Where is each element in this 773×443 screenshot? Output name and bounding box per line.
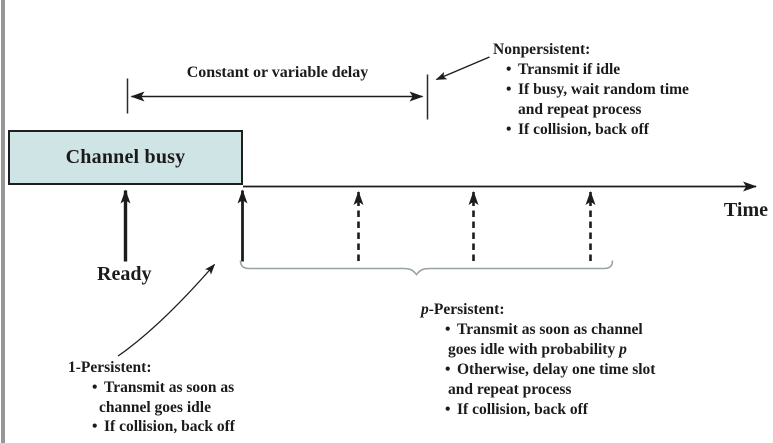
list-item-continuation: and repeat process [421, 380, 655, 400]
list-item-text: Otherwise, delay one time slot [457, 360, 656, 378]
bullet-icon: • [506, 81, 512, 98]
list-item-text: Transmit if idle [518, 61, 621, 78]
bullet-icon: • [445, 360, 451, 378]
list-item-continuation: goes idle with probability p [421, 340, 655, 360]
slot-region-brace [239, 260, 614, 276]
bullet-icon: • [506, 61, 512, 78]
channel-busy-box: Channel busy [8, 130, 243, 185]
time-axis-label: Time [723, 199, 768, 221]
list-item-text: If collision, back off [457, 400, 588, 418]
list-item-continuation: channel goes idle [68, 398, 235, 418]
list-item-text: Transmit as soon as channel [457, 320, 643, 338]
list-item-text: goes idle with probability [448, 340, 620, 358]
bullet-icon: • [92, 378, 98, 396]
p-persistent-heading-italic: p [421, 301, 429, 318]
list-item: • Transmit if idle [493, 60, 689, 80]
bullet-icon: • [445, 320, 451, 338]
page-edge-strip [1, 0, 5, 443]
list-item: • If collision, back off [493, 120, 689, 140]
p-persistent-heading-rest: -Persistent: [428, 301, 505, 318]
p-persistent-note: p-Persistent: •Transmit as soon as chann… [421, 300, 655, 419]
ready-label: Ready [97, 263, 152, 285]
list-item-continuation: and repeat process [493, 100, 689, 120]
bullet-icon: • [92, 418, 98, 436]
one-persistent-note: 1-Persistent: • Transmit as soon as chann… [68, 358, 235, 437]
list-item: • Transmit as soon as channel [421, 320, 655, 340]
bullet-icon: • [506, 121, 512, 138]
list-item-text: Transmit as soon as [104, 378, 235, 396]
list-item-text: and repeat process [518, 101, 642, 118]
one-persistent-heading: 1-Persistent: [68, 359, 152, 376]
list-item: • If collision, back off [68, 417, 235, 437]
p-persistent-heading: p-Persistent: [421, 300, 655, 320]
delay-label: Constant or variable delay [186, 64, 369, 81]
list-item-text-italic: p [619, 340, 627, 358]
list-item: • If busy, wait random time [493, 80, 689, 100]
list-item-text: channel goes idle [99, 398, 211, 416]
list-item-text: If collision, back off [518, 121, 649, 138]
list-item-text: and repeat process [448, 380, 572, 398]
list-item: • Transmit as soon as [68, 378, 235, 398]
nonpersistent-heading: Nonpersistent: [493, 41, 591, 58]
channel-busy-label: Channel busy [65, 146, 186, 168]
bullet-icon: • [445, 400, 451, 418]
nonpersistent-callout-arrow [435, 56, 490, 81]
list-item: • Otherwise, delay one time slot [421, 360, 655, 380]
nonpersistent-note: Nonpersistent: • Transmit if idle • If bus… [493, 40, 689, 140]
list-item-text: If busy, wait random time [518, 81, 689, 98]
list-item: • If collision, back off [421, 400, 655, 420]
list-item-text: If collision, back off [104, 418, 235, 436]
